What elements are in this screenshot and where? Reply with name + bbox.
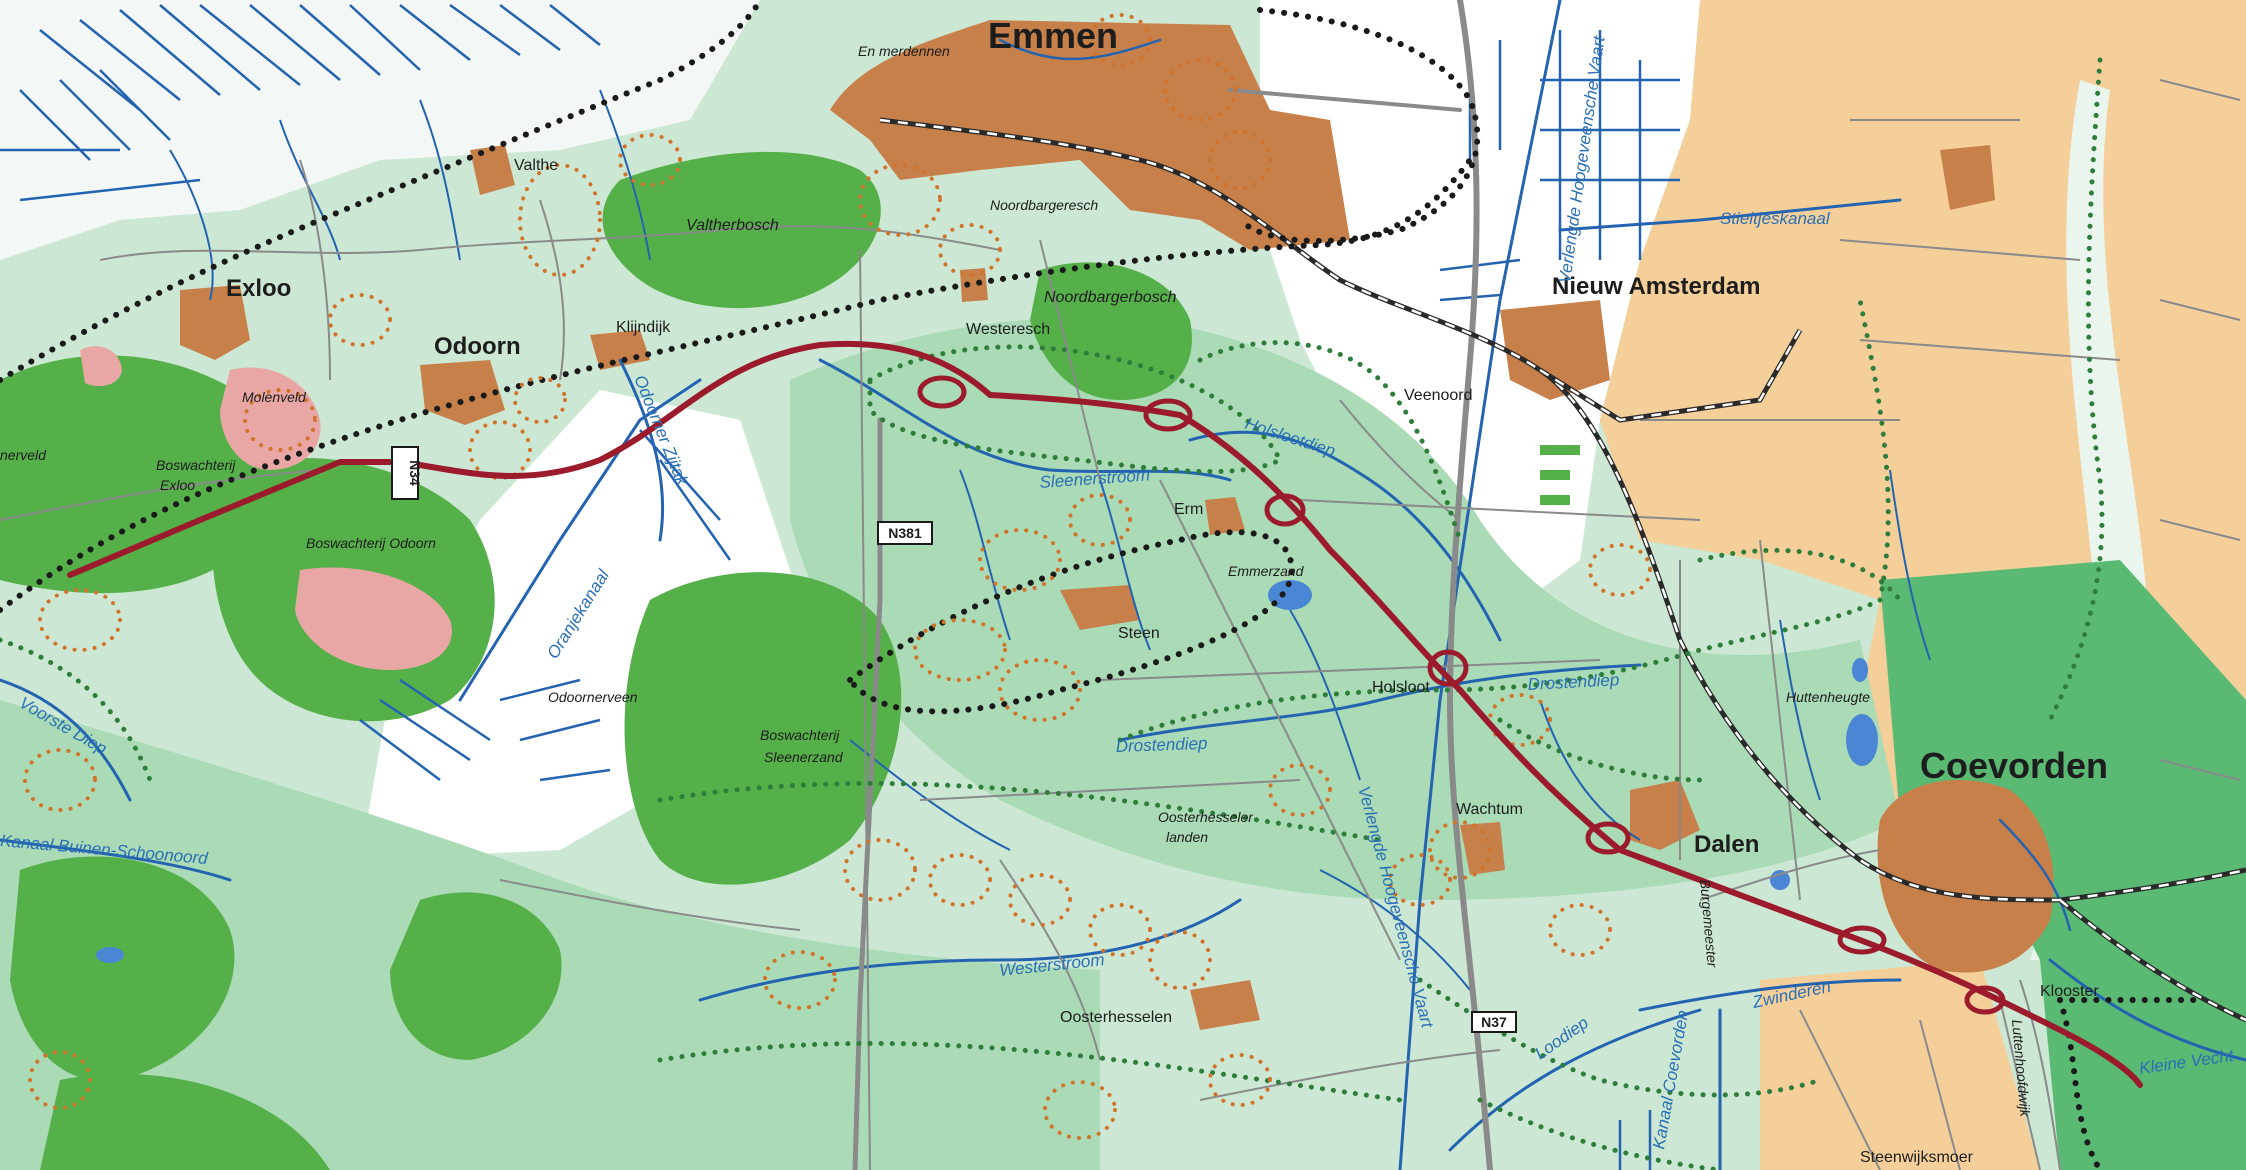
village-label-huttenheugte: Huttenheugte xyxy=(1786,689,1870,705)
village-label-steen: Steen xyxy=(1118,625,1160,642)
urban-westeresch xyxy=(960,268,988,302)
route-junctions xyxy=(917,375,2006,1015)
water-label-drostendiep-1: Drostendiep xyxy=(1115,734,1207,756)
forest-boswachterij-exloo xyxy=(0,355,275,594)
urban-valthe xyxy=(470,145,515,195)
sand-area-southeast xyxy=(1760,960,2040,1170)
polder-area-northwest xyxy=(0,0,760,260)
village-label-erm: Erm xyxy=(1174,501,1203,518)
urban-nieuw-amsterdam xyxy=(1500,300,1610,400)
village-label-holsloot: Holsloot xyxy=(1372,679,1430,696)
village-label-odoornerveen: Odoornerveen xyxy=(548,689,638,705)
city-label-emmen: Emmen xyxy=(988,15,1118,56)
city-label-coevorden: Coevorden xyxy=(1920,745,2108,786)
river-zwinderen xyxy=(1638,978,1902,1012)
lake-huttenheugte xyxy=(1846,714,1878,766)
minor-streams xyxy=(169,89,1931,991)
area-label-valtherbosch: Valtherbosch xyxy=(686,217,779,234)
urban-dalen xyxy=(1630,780,1700,850)
urban-wachtum xyxy=(1460,822,1505,875)
river-drostendiep xyxy=(1118,663,1642,742)
road-label-n381: N381 xyxy=(888,525,922,541)
area-label-boswachterij-sleenerzand-line1: Boswachterij xyxy=(760,727,840,743)
town-label-exloo: Exloo xyxy=(226,275,291,302)
area-label-noordbargeresch: Noordbargeresch xyxy=(990,197,1098,213)
forest-boswachterij-sleenerzand xyxy=(624,572,902,885)
area-label-molenveld: Molenveld xyxy=(242,389,307,405)
town-label-dalen: Dalen xyxy=(1694,831,1759,858)
area-label-oosterhesseler-line1: Oosterhesseler xyxy=(1158,809,1254,825)
heath-odoorn xyxy=(295,567,452,670)
river-holslootdiep xyxy=(1188,430,1502,642)
urban-erm xyxy=(1205,497,1245,535)
railways xyxy=(879,117,2246,1023)
urban-odoorn xyxy=(420,360,505,425)
road-n37 xyxy=(1446,0,1493,1170)
village-label-wachtum: Wachtum xyxy=(1456,801,1523,818)
area-label-nerveld: nerveld xyxy=(0,447,47,463)
forest-strips xyxy=(1540,445,1580,505)
road-emmen-east xyxy=(1228,88,1462,112)
lake-emmerzand xyxy=(1268,580,1312,610)
area-label-boswachterij-exloo-line2: Exloo xyxy=(160,477,195,493)
urban-northeast-village xyxy=(1940,145,1995,210)
heath-small xyxy=(80,346,122,387)
heath-molenveld xyxy=(220,367,321,470)
river-west-emmen xyxy=(998,38,1162,61)
dotted-orange-outlines xyxy=(23,13,1652,1140)
water-label-drostendiep-2: Drostendiep xyxy=(1527,670,1620,694)
area-label-noordbargerbosch: Noordbargerbosch xyxy=(1044,289,1177,306)
urban-klijndijk xyxy=(590,330,650,370)
forest-south-small xyxy=(390,892,562,1060)
canal-buinen-schoonoord xyxy=(0,838,232,882)
road-label-n37: N37 xyxy=(1481,1014,1507,1030)
road-shield-n34: N34 xyxy=(391,446,423,500)
village-label-steenwijksmoer: Steenwijksmoer xyxy=(1860,1149,1974,1166)
urban-exloo xyxy=(180,285,250,360)
area-label-oosterhesseler-line2: landen xyxy=(1166,829,1208,845)
mid-green-southeast xyxy=(1880,560,2246,1170)
road-label-n34: N34 xyxy=(407,460,423,486)
river-sleenerstroom xyxy=(818,358,1232,482)
river-coevorden-east xyxy=(1998,818,2072,932)
lake-small-1 xyxy=(1852,658,1868,682)
area-label-boswachterij-sleenerzand-line2: Sleenerzand xyxy=(764,749,844,765)
dotted-green-outlines xyxy=(0,57,2105,1170)
canal-odoorner-zijtak xyxy=(618,358,665,542)
polder-ditches xyxy=(0,3,1680,1170)
mid-green-central xyxy=(790,318,1900,900)
village-label-veenoord: Veenoord xyxy=(1404,387,1473,404)
area-label-boswachterij-exloo-line1: Boswachterij xyxy=(156,457,236,473)
water-label-stieltjeskanaal: Stieltjeskanaal xyxy=(1720,209,1831,228)
forest-valtherbosch xyxy=(602,151,881,309)
lake-small-2 xyxy=(96,947,124,963)
route-red-line xyxy=(67,340,2143,1088)
canal-stieltjeskanaal xyxy=(1558,198,1902,232)
canal-oranjekanaal xyxy=(458,378,702,702)
village-label-emmerzand: Emmerzand xyxy=(1228,563,1305,579)
village-label-valthe: Valthe xyxy=(514,157,558,174)
forest-southwest xyxy=(40,1074,330,1170)
label-burgemeester: Burgemeester xyxy=(1697,879,1721,969)
town-label-odoorn: Odoorn xyxy=(434,333,521,360)
road-shield-n37: N37 xyxy=(1471,1011,1517,1033)
area-label-boswachterij-odoorn: Boswachterij Odoorn xyxy=(306,535,436,551)
village-label-oosterhesselen: Oosterhesselen xyxy=(1060,1009,1172,1026)
river-kleine-vecht xyxy=(2048,958,2246,1062)
forest-west-small xyxy=(10,856,235,1082)
urban-oosterhesselen xyxy=(1190,980,1260,1030)
village-label-westeresch: Westeresch xyxy=(966,321,1050,338)
urban-steen xyxy=(1060,585,1140,630)
river-voorste-diep xyxy=(0,678,132,802)
town-label-nieuw-amsterdam: Nieuw Amsterdam xyxy=(1552,273,1761,300)
village-label-klijndijk: Klijndijk xyxy=(616,319,671,336)
village-label-klooster: Klooster xyxy=(2040,983,2099,1000)
area-label-en-merdennen: En merdennen xyxy=(858,43,950,59)
road-shield-n381: N381 xyxy=(877,521,933,545)
